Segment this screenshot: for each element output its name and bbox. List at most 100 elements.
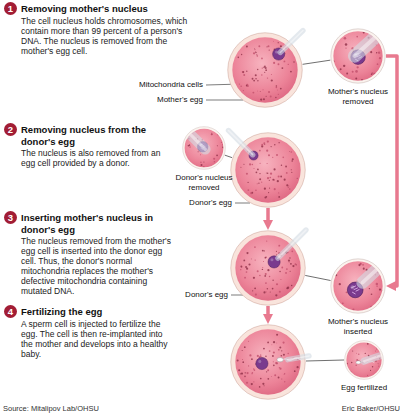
nucleus-highlight	[258, 360, 261, 363]
mitochondrion	[240, 167, 241, 168]
mitochondrion	[263, 98, 265, 100]
chromosome	[356, 290, 359, 292]
micropipette	[177, 121, 206, 150]
mitochondrion	[262, 267, 263, 268]
mitochondrion	[279, 346, 281, 348]
mitochondrion	[272, 288, 274, 290]
mitochondrion	[260, 378, 262, 380]
mitochondrion	[273, 365, 275, 367]
callout-circle	[4, 305, 17, 318]
mitochondrion	[246, 173, 248, 175]
callout-number-text: 1	[4, 2, 17, 15]
magnified-interior	[345, 341, 389, 379]
cell-art	[4, 123, 17, 136]
mitochondrion	[261, 182, 262, 183]
mitochondrion	[283, 342, 285, 344]
callout-number-text: 2	[4, 123, 17, 136]
mitochondrion	[246, 268, 248, 270]
mitochondrion	[286, 287, 288, 289]
mitochondrion	[260, 98, 262, 100]
mitochondrion	[379, 288, 381, 290]
lens-outline	[183, 127, 226, 170]
mitochondrion	[276, 85, 277, 86]
mitochondrion	[356, 66, 358, 68]
mitochondrion	[291, 250, 293, 252]
mitochondrion	[264, 275, 266, 277]
mitochondrion	[280, 45, 282, 47]
mitochondrion	[247, 182, 248, 183]
mitochondrion	[261, 74, 262, 75]
mitochondrion	[276, 251, 277, 252]
mitochondrion	[257, 80, 258, 81]
part-label: Donor's egg	[189, 198, 232, 208]
nucleus-highlight	[350, 285, 354, 289]
mitochondrion	[360, 263, 362, 265]
mitochondrion	[261, 144, 263, 146]
pipette-glass	[288, 356, 309, 360]
step-arrow	[266, 306, 270, 318]
mitochondrion	[375, 350, 376, 351]
mitochondrion	[363, 268, 365, 270]
mitochondrion	[352, 71, 354, 73]
cell-outline	[227, 32, 303, 108]
magnified-view: Egg fertilized	[344, 340, 384, 380]
zona-pellucida	[231, 231, 305, 305]
mitochondrion	[257, 183, 258, 184]
mitochondrion	[270, 146, 271, 147]
step-heading: Removing mother's nucleus	[21, 3, 191, 15]
mitochondrion	[278, 377, 280, 379]
mitochondrion	[278, 245, 280, 247]
cell-art	[177, 121, 226, 170]
mitochondrion	[276, 334, 278, 336]
mitochondrion	[281, 267, 283, 269]
cell-outline	[344, 340, 384, 380]
mitochondrion	[377, 63, 379, 65]
mitochondrion	[248, 365, 249, 366]
step-heading: Removing nucleus from the donor's egg	[21, 124, 173, 147]
part-label: Egg fertilized	[332, 383, 396, 393]
mitochondrion	[262, 89, 263, 90]
mitochondrion	[270, 173, 272, 175]
mitochondrion	[370, 51, 372, 53]
mitochondrion	[240, 269, 241, 270]
mitochondrion	[284, 381, 285, 382]
mitochondrion	[264, 250, 265, 251]
mitochondrion	[200, 162, 202, 164]
mitochondrion	[258, 45, 260, 47]
mitochondrion	[287, 353, 288, 354]
mitochondrion	[253, 52, 255, 54]
mitochondrion	[362, 264, 364, 266]
mitochondrion	[242, 350, 243, 351]
mitochondrion	[276, 362, 278, 364]
mitochondrion	[246, 46, 248, 48]
mitochondrion	[213, 158, 215, 160]
mitochondrion	[264, 196, 266, 198]
mitochondrion	[285, 166, 287, 168]
mitochondrion	[272, 355, 274, 357]
mitochondrion	[280, 176, 282, 178]
magnified-view: Mother's nucleus removed	[330, 28, 386, 84]
mitochondrion	[267, 45, 269, 47]
mitochondrion	[291, 160, 293, 162]
mitochondrion	[356, 359, 358, 361]
mitochondrion	[253, 381, 254, 382]
mitochondrion	[293, 61, 295, 63]
mitochondrion	[259, 90, 261, 92]
mitochondrion	[259, 178, 261, 180]
mitochondrion	[255, 74, 257, 76]
mitochondrion	[294, 370, 296, 372]
cell-outline	[330, 28, 386, 84]
mitochondrion	[267, 177, 269, 179]
mitochondrion	[345, 47, 346, 48]
mitochondrion	[250, 192, 252, 194]
pipette-glass	[177, 121, 206, 150]
mitochondrion	[281, 67, 283, 69]
mitochondrion	[246, 252, 248, 254]
zona-pellucida	[231, 325, 305, 399]
mitochondrion	[282, 157, 284, 159]
mitochondrion	[265, 291, 266, 292]
mitochondrion	[266, 371, 267, 372]
mitochondrion	[356, 36, 358, 38]
mitochondrion	[274, 144, 275, 145]
mitochondrion	[278, 349, 280, 351]
